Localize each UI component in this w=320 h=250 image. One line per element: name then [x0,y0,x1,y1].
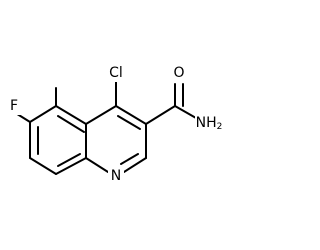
ring-nitrogen-atom-label: N [111,168,121,184]
fluorine-label-mask [7,97,21,115]
bond-c7-c8 [115,105,147,125]
chemical-structure-diagram: Cl O F N NH2 [7,64,229,185]
bond-c5-c6-inner [57,153,81,167]
ring-nitrogen-label-mask [108,167,124,185]
bond-c2-c3 [29,105,57,123]
bond-c8-carbonyl [145,105,176,125]
bond-c9-n1 [123,157,147,173]
amide-nitrogen-label-mask [195,113,229,133]
bond-n1-c6 [85,157,109,173]
bond-c4-c5 [29,157,57,175]
bond-c1-c2 [55,105,87,125]
amide-nitrogen-atom-label: NH2 [196,115,223,132]
bond-carbonyl-n [174,105,197,119]
bond-c7-c8-inner [117,115,141,130]
molecule-svg: Cl O F N NH2 [7,64,229,185]
amide-nitrogen-text: NH [196,115,217,131]
bond-c1-c7 [85,105,117,125]
oxygen-label-mask [171,64,187,82]
bond-layer [13,81,197,175]
chlorine-atom-label: Cl [109,65,123,81]
amide-nitrogen-subscript: 2 [217,122,223,132]
bond-c9-n1-inner [120,153,139,165]
chlorine-label-mask [105,64,127,82]
bond-c1-c2-inner [57,115,85,133]
oxygen-atom-label: O [173,65,184,81]
atom-labels: Cl O F N NH2 [7,64,229,185]
fluorine-atom-label: F [10,98,18,114]
bond-c5-c6 [55,157,87,175]
